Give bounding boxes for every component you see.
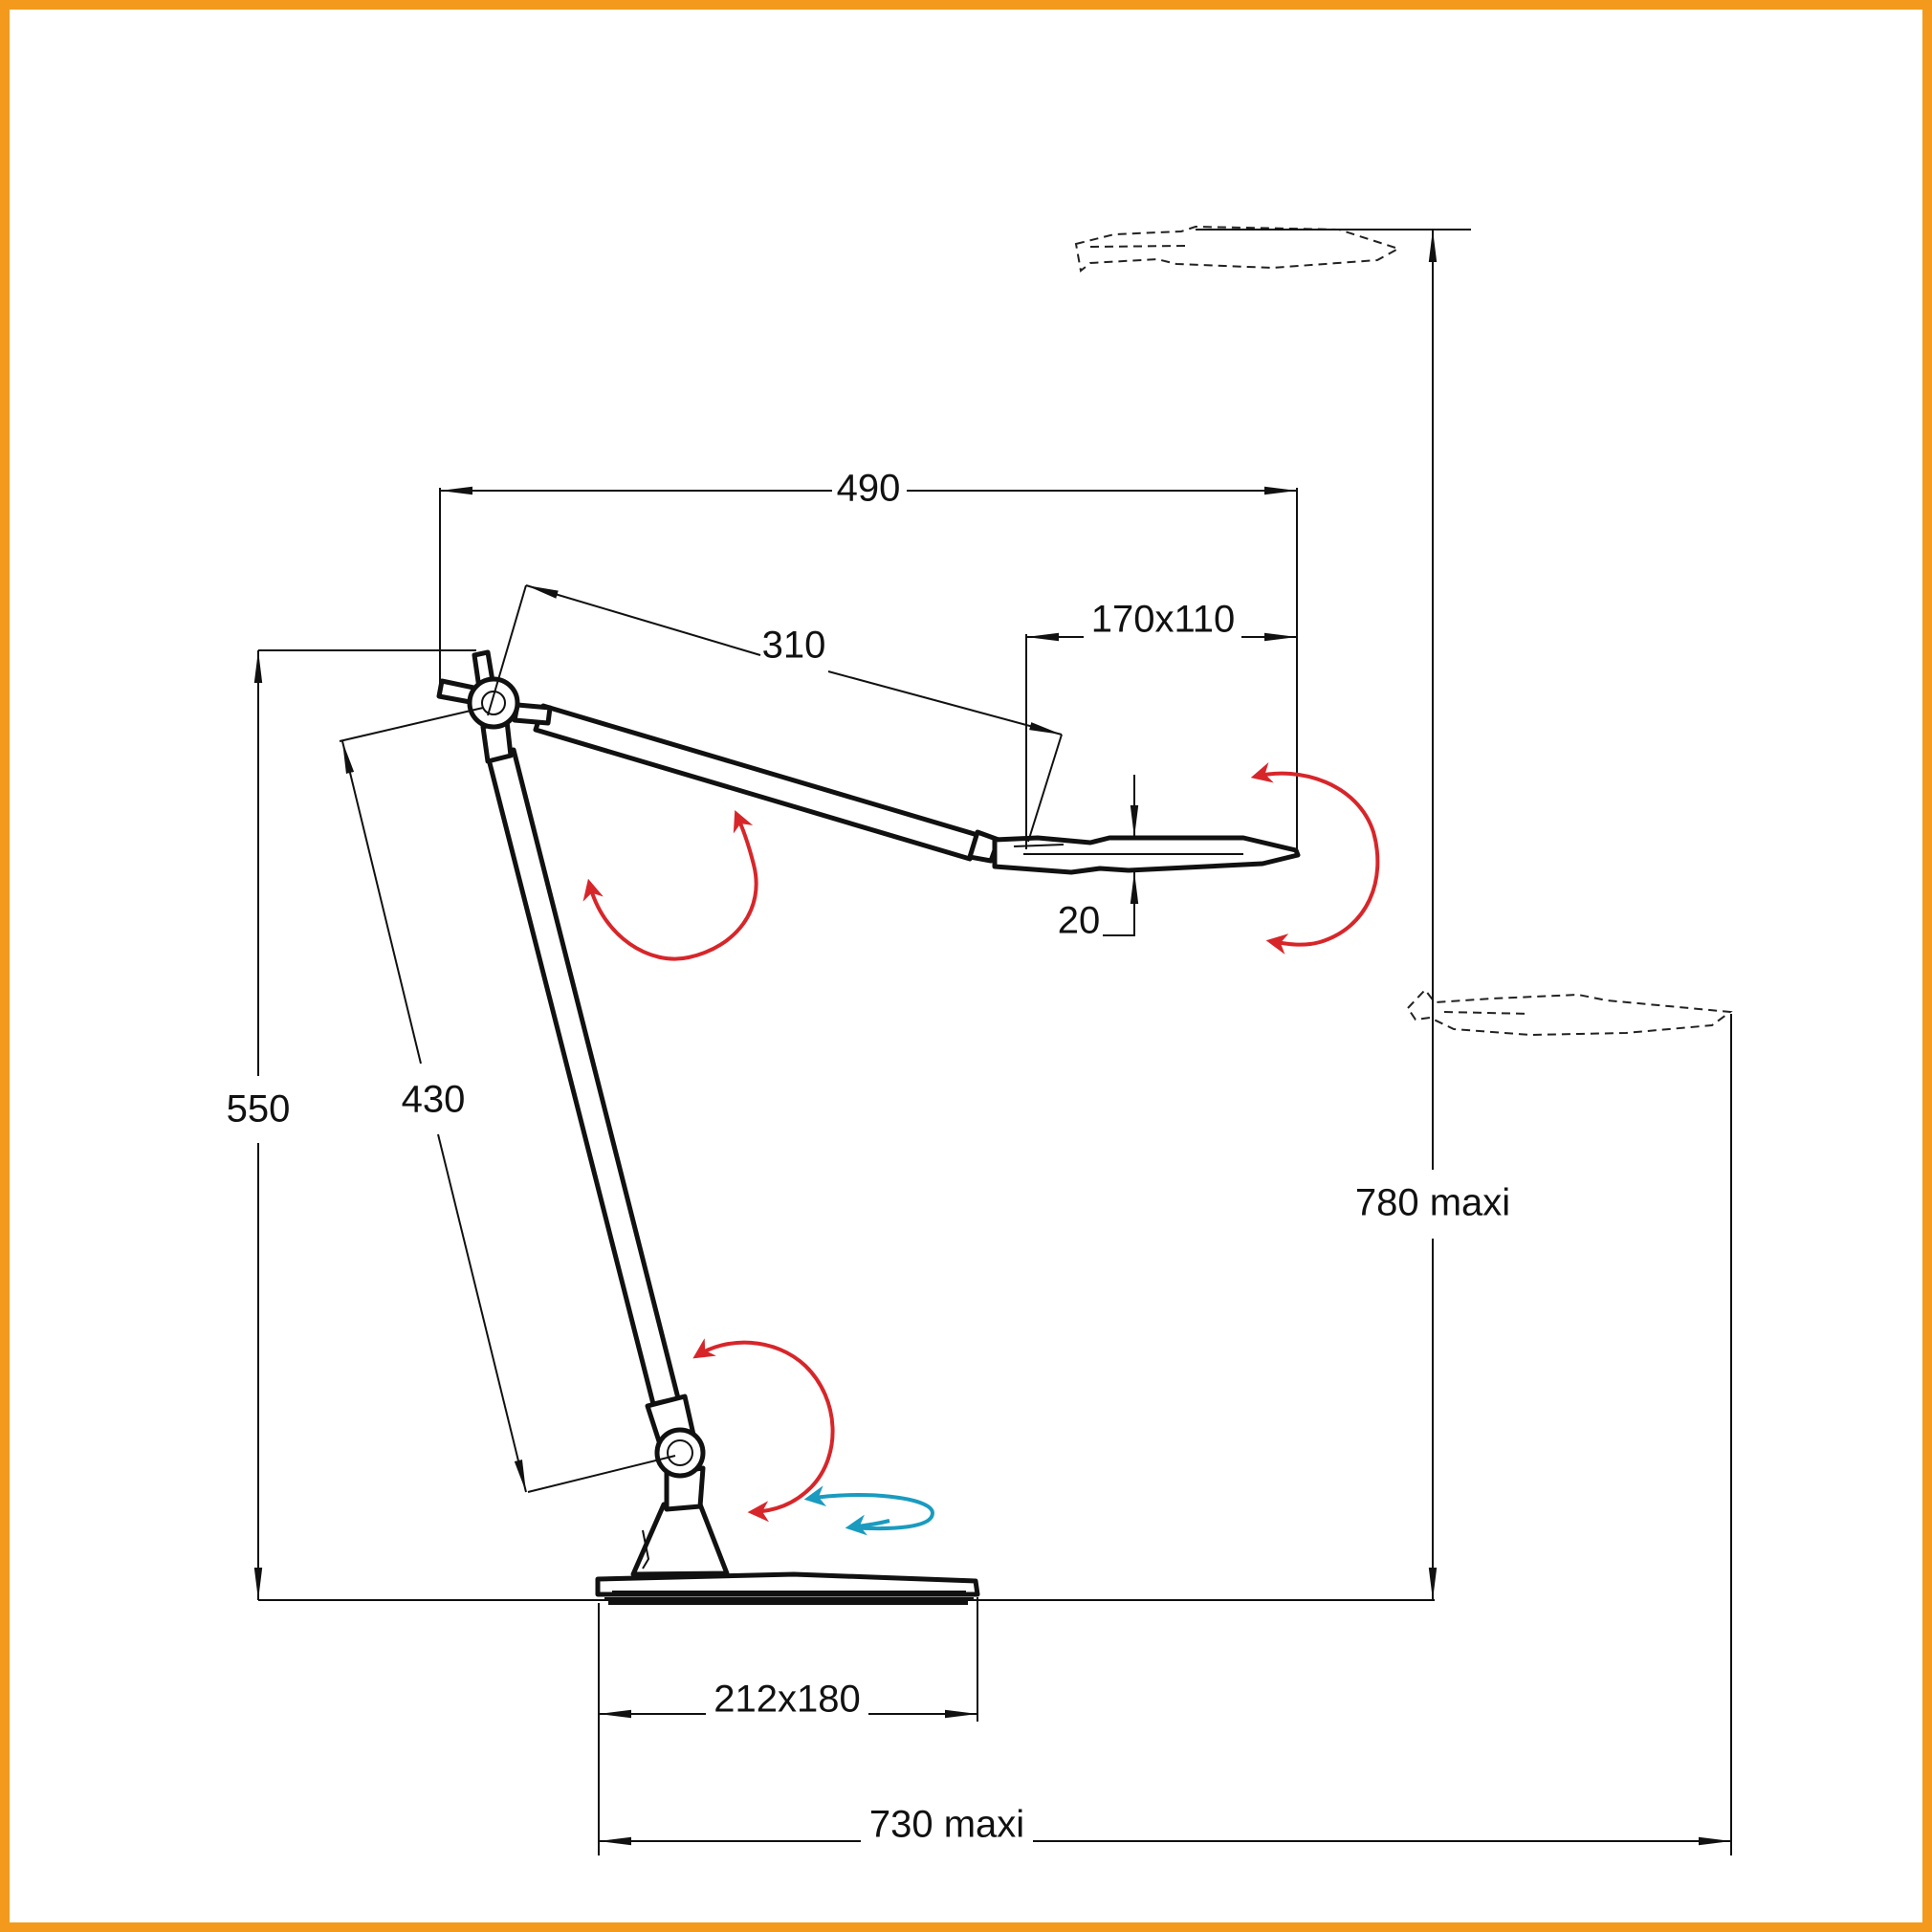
dimension-upper-arm-label: 310 [762, 625, 826, 667]
dimension-base-size: 212x180 [598, 1597, 978, 1855]
dimension-height: 550 [227, 649, 1435, 1601]
dimension-head-thickness: 20 [1058, 775, 1139, 942]
dimension-lower-arm-label: 430 [402, 1079, 466, 1121]
lamp-base [595, 1465, 980, 1605]
lamp-lower-arm [480, 718, 696, 1447]
dimension-max-height-label: 780 maxi [1355, 1182, 1510, 1224]
dimension-head-size-label: 170x110 [1091, 599, 1236, 641]
dimension-head-thickness-label: 20 [1058, 900, 1101, 942]
swivel-arrow-icon [803, 1485, 935, 1536]
lamp-lower-joint [654, 1427, 706, 1479]
head-position-max-reach [1406, 988, 1733, 1037]
dimension-reach-label: 490 [837, 468, 901, 510]
dimension-head-size: 170x110 [1025, 599, 1297, 849]
lamp-head [992, 835, 1301, 875]
dimension-max-height: 780 maxi [1196, 229, 1510, 1600]
curved-rotation-arrow-icon [582, 809, 758, 961]
dimension-max-reach-label: 730 maxi [869, 1804, 1024, 1846]
dimension-upper-arm: 310 [487, 584, 1063, 843]
dimension-base-size-label: 212x180 [714, 1679, 860, 1721]
dimension-reach: 490 [439, 468, 1298, 851]
dimension-max-reach: 730 maxi [599, 1014, 1732, 1855]
head-position-max-height [1074, 225, 1401, 273]
dimension-lower-arm: 430 [339, 707, 676, 1493]
curved-rotation-arrow-icon [1250, 762, 1380, 955]
lamp-upper-joint [467, 676, 520, 730]
dimension-height-label: 550 [227, 1088, 291, 1131]
curved-rotation-arrow-icon [692, 1338, 835, 1523]
